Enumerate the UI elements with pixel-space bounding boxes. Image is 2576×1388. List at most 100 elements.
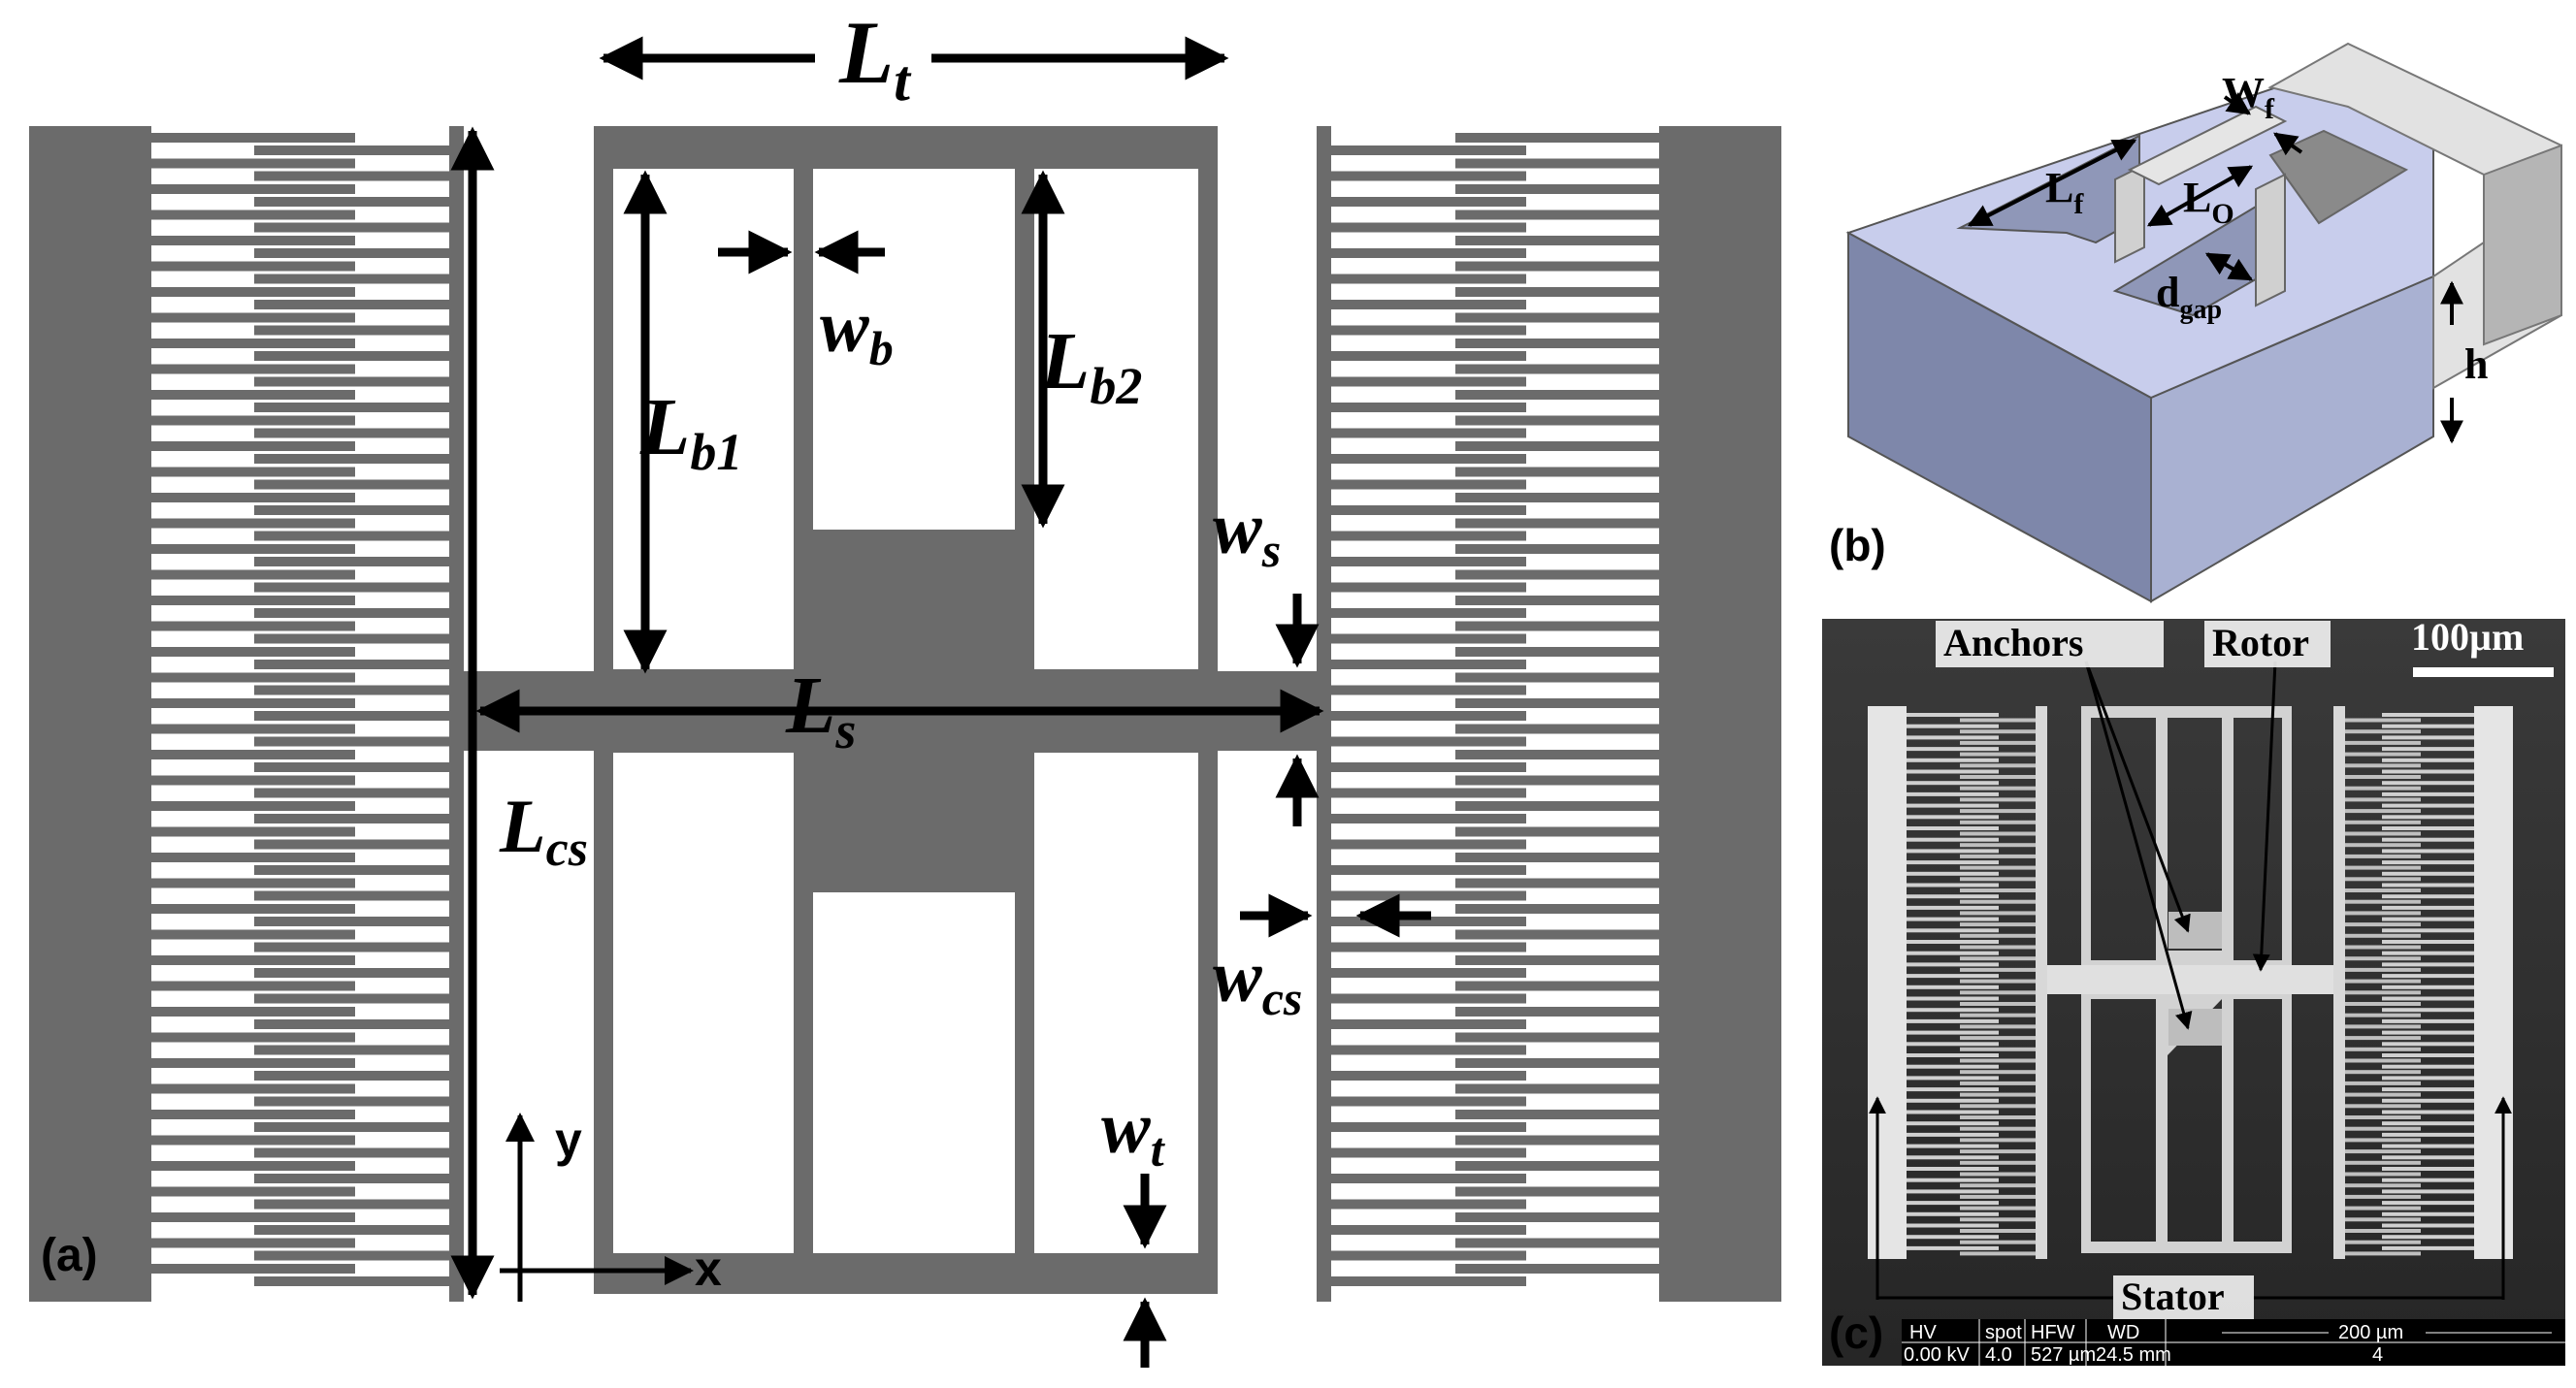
sem-rotor-finger <box>1960 1251 2036 1256</box>
sem-stator-finger <box>2382 860 2474 865</box>
stator-finger <box>1455 364 1659 374</box>
sem-stator-finger <box>2382 1030 2474 1035</box>
left-stator-backbone <box>29 126 151 1302</box>
stator-finger <box>1455 904 1659 914</box>
anchors-label-bg <box>1936 621 2164 667</box>
rotor-finger <box>1331 248 1526 258</box>
stator-finger <box>1455 698 1659 708</box>
dimension-arrows <box>450 36 1431 1368</box>
sem-rotor-finger <box>1960 899 2036 904</box>
stator-finger <box>1455 1186 1659 1197</box>
sem-stator-finger <box>2382 1087 2474 1092</box>
sem-stator-finger <box>2382 1098 2474 1103</box>
stator-finger <box>1455 569 1659 580</box>
sem-stator-finger <box>1907 1008 1999 1013</box>
sem-rotor-finger <box>1960 797 2036 802</box>
sem-left-stator <box>1868 706 1907 1259</box>
stator-finger <box>151 236 355 245</box>
sem-stator-finger <box>1907 917 1999 921</box>
sem-right-stator <box>2474 706 2513 1259</box>
sem-stator-finger <box>2382 803 2474 808</box>
rotor-finger <box>1331 762 1526 772</box>
sem-stator-finger <box>2382 1042 2474 1047</box>
sem-stator-finger <box>1907 871 1999 876</box>
sem-stator-finger <box>1907 1098 1999 1103</box>
panel-c: 100µm Anchors Rotor Stator HV spot HFW <box>1822 615 2565 1366</box>
sem-rotor-finger <box>2345 945 2421 950</box>
sem-stator-finger <box>1907 1167 1999 1171</box>
anchors-label: Anchors <box>1943 621 2083 664</box>
sem-right-fingers <box>2345 713 2474 1256</box>
panel-a-label: (a) <box>41 1230 98 1281</box>
stator-finger <box>151 929 355 940</box>
x-axis-label: x <box>695 1242 722 1296</box>
wcs-label: wcs <box>1213 936 1302 1025</box>
y-axis-label: y <box>555 1113 582 1167</box>
stator-finger <box>1455 981 1659 991</box>
sem-rotor-finger <box>2345 979 2421 984</box>
sem-stator-finger <box>1907 1189 1999 1194</box>
rotor-finger <box>254 968 449 978</box>
sem-stator-finger <box>1907 1064 1999 1069</box>
stator-finger <box>151 801 355 811</box>
sem-rotor-finger <box>2345 956 2421 961</box>
stator-finger <box>1455 184 1659 194</box>
stator-finger <box>1455 518 1659 529</box>
sem-rotor-finger <box>1960 1217 2036 1222</box>
sem-rotor-finger <box>2345 911 2421 916</box>
stator-finger <box>151 544 355 554</box>
rotor-finger <box>1331 1199 1526 1210</box>
sem-rotor-finger <box>1960 775 2036 779</box>
stator-finger <box>151 210 355 220</box>
sem-stator-finger <box>1907 860 1999 865</box>
stator-finger <box>151 981 355 991</box>
sem-rotor-finger <box>2345 1070 2421 1075</box>
lo-label: LO <box>2183 174 2234 230</box>
sem-rotor-finger <box>2345 843 2421 848</box>
stator-finger <box>151 698 355 708</box>
rotor-finger <box>254 351 449 361</box>
sem-stator-finger <box>2382 724 2474 728</box>
sem-stator-finger <box>1907 883 1999 888</box>
rotor-finger <box>1331 454 1526 464</box>
sem-rotor-finger <box>2345 809 2421 814</box>
right-stator-comb <box>1317 126 1781 1302</box>
sem-rotor-finger <box>1960 854 2036 858</box>
stator-finger <box>1455 853 1659 862</box>
sem-rotor-finger <box>2345 933 2421 938</box>
rotor-finger <box>1331 1045 1526 1055</box>
sem-rotor-finger <box>1960 1160 2036 1165</box>
anchors-arrow-lower <box>2084 661 2193 1030</box>
sem-rotor-finger <box>1960 1240 2036 1244</box>
sem-rotor-finger <box>2345 729 2421 734</box>
rotor-finger <box>1331 917 1526 926</box>
rotor-finger <box>254 633 449 644</box>
info-frame-value: 4 <box>2372 1344 2383 1366</box>
sem-stator-finger <box>2382 985 2474 989</box>
rotor-finger <box>254 1174 449 1183</box>
sem-rotor-finger <box>1960 1092 2036 1097</box>
stator-finger <box>1455 133 1659 143</box>
sem-rotor-finger <box>1960 809 2036 814</box>
rotor-finger <box>1331 968 1526 978</box>
stator-finger <box>151 518 355 529</box>
panel-b-label: (b) <box>1829 520 1886 570</box>
sem-rotor-finger <box>1960 729 2036 734</box>
wf-arrow-left <box>2223 91 2251 115</box>
sem-stator-finger <box>2382 1211 2474 1216</box>
sem-stator-finger <box>1907 791 1999 796</box>
sem-rotor-finger <box>2345 1104 2421 1109</box>
finger-left <box>2114 163 2145 264</box>
rotor-finger <box>254 942 449 952</box>
stator-finger <box>151 853 355 862</box>
rotor-finger <box>254 197 449 207</box>
sem-stator-finger <box>2382 769 2474 774</box>
rotor-finger <box>1331 633 1526 644</box>
stator-finger <box>1455 467 1659 477</box>
rotor-finger <box>1331 788 1526 798</box>
sem-stator-finger <box>1907 1053 1999 1057</box>
rotor-finger <box>1331 993 1526 1004</box>
rotor-finger <box>254 736 449 747</box>
rotor-finger <box>1331 942 1526 952</box>
stator-finger <box>1455 1058 1659 1068</box>
